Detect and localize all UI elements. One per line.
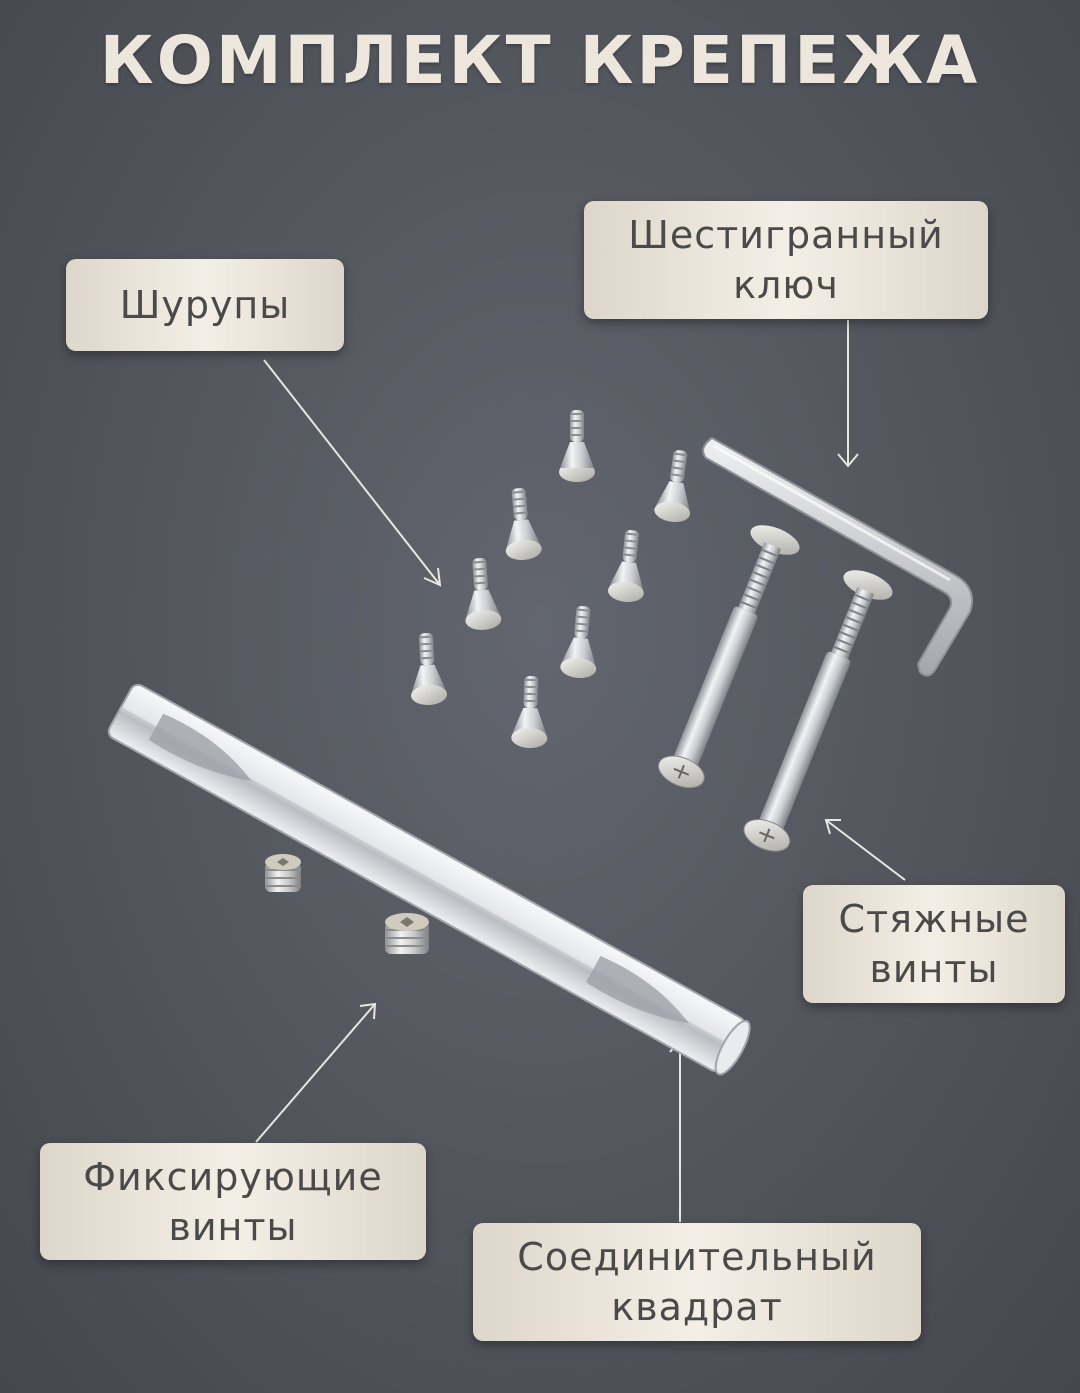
tie-screws [657, 525, 893, 852]
label-spindle-line1: Соединительный [517, 1235, 877, 1279]
hex-key-icon [702, 436, 974, 677]
label-tie-screws-line1: Стяжные [838, 897, 1030, 941]
screw-icon [511, 675, 548, 749]
arrow-set-screws [255, 1002, 377, 1143]
label-set-screws-line2: винты [168, 1204, 298, 1249]
label-screws-text: Шурупы [119, 283, 291, 327]
screw-icon [654, 450, 691, 523]
spindle-icon [107, 683, 751, 1076]
screw-icon [607, 529, 644, 603]
screw-icon [505, 487, 542, 561]
screw-icon [411, 632, 448, 706]
arrow-tie-screws [824, 819, 906, 881]
wood-screws [411, 410, 691, 749]
label-hex-key-line2: ключ [733, 263, 839, 307]
screw-icon [465, 557, 502, 631]
set-screw-icon [385, 913, 429, 954]
label-spindle-line2: квадрат [611, 1285, 783, 1329]
tie-screw-icon [743, 570, 893, 852]
arrow-hex-key [837, 320, 859, 468]
label-tie-screws: Стяжные винты [803, 885, 1065, 1003]
page-title: КОМПЛЕКТ КРЕПЕЖА [99, 22, 981, 99]
arrow-spindle [669, 1038, 691, 1222]
label-spindle: Соединительный квадрат [473, 1223, 921, 1341]
set-screw-icon [265, 854, 301, 892]
label-hex-key-line1: Шестигранный [628, 213, 944, 257]
label-set-screws: Фиксирующие винты [40, 1143, 426, 1260]
label-hex-key: Шестигранный ключ [584, 201, 988, 319]
screw-icon [559, 410, 595, 482]
set-screws [265, 854, 429, 954]
tie-screw-icon [657, 525, 800, 789]
screw-icon [560, 605, 597, 679]
label-tie-screws-line2: винты [869, 947, 999, 991]
arrow-screws [263, 359, 442, 587]
label-screws: Шурупы [66, 259, 344, 351]
label-set-screws-line1: Фиксирующие [83, 1154, 383, 1199]
